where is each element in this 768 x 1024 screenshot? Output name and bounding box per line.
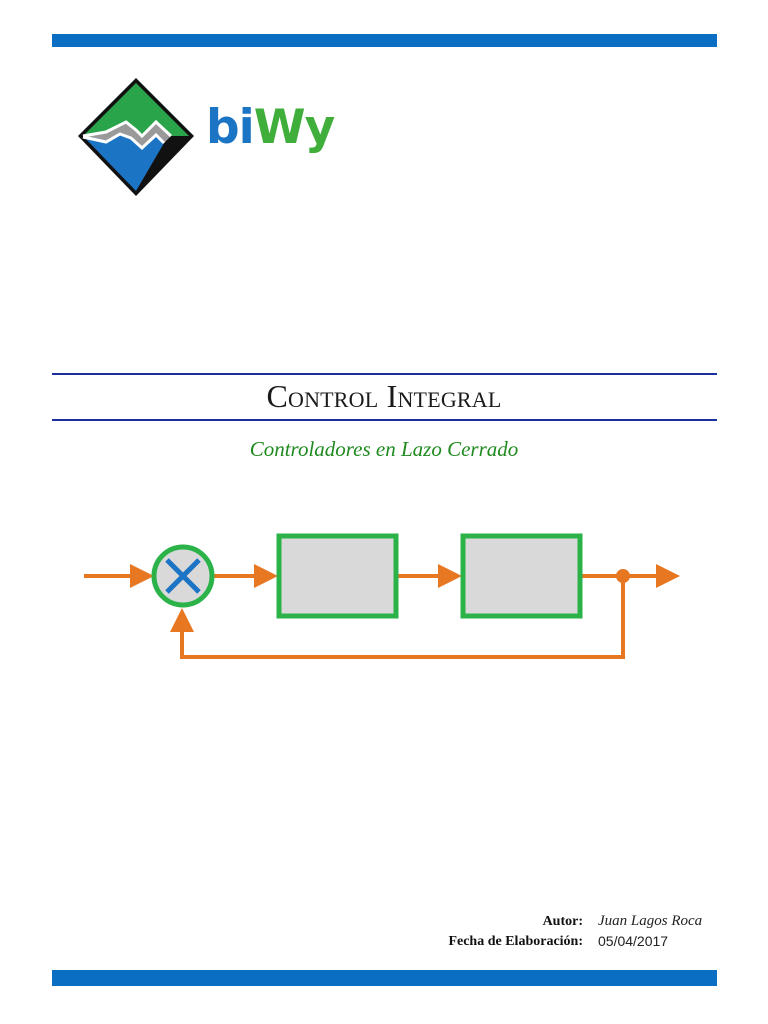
document-subtitle: Controladores en Lazo Cerrado [249, 437, 519, 461]
takeoff-point [616, 569, 630, 583]
bottom-accent-bar [52, 970, 717, 986]
controller-block [276, 533, 399, 619]
document-title: Control Integral [266, 378, 502, 414]
biwy-diamond-logo [78, 78, 194, 196]
summing-junction-icon [151, 544, 215, 608]
plant-block [460, 533, 583, 619]
author-value: Juan Lagos Roca [598, 913, 703, 929]
author-label: Autor: [542, 914, 583, 929]
logo-wordmark-part1: bi [206, 100, 255, 155]
title-rule-bottom [52, 419, 717, 421]
title-rule-top [52, 373, 717, 375]
date-value: 05/04/2017 [598, 933, 669, 949]
logo-wordmark: biWy [206, 104, 335, 151]
closed-loop-block-diagram [84, 533, 680, 659]
top-accent-bar [52, 34, 717, 47]
logo-wordmark-part2: Wy [253, 100, 335, 155]
feedback-path-arrow [170, 576, 625, 659]
date-label: Fecha de Elaboración: [448, 934, 583, 949]
